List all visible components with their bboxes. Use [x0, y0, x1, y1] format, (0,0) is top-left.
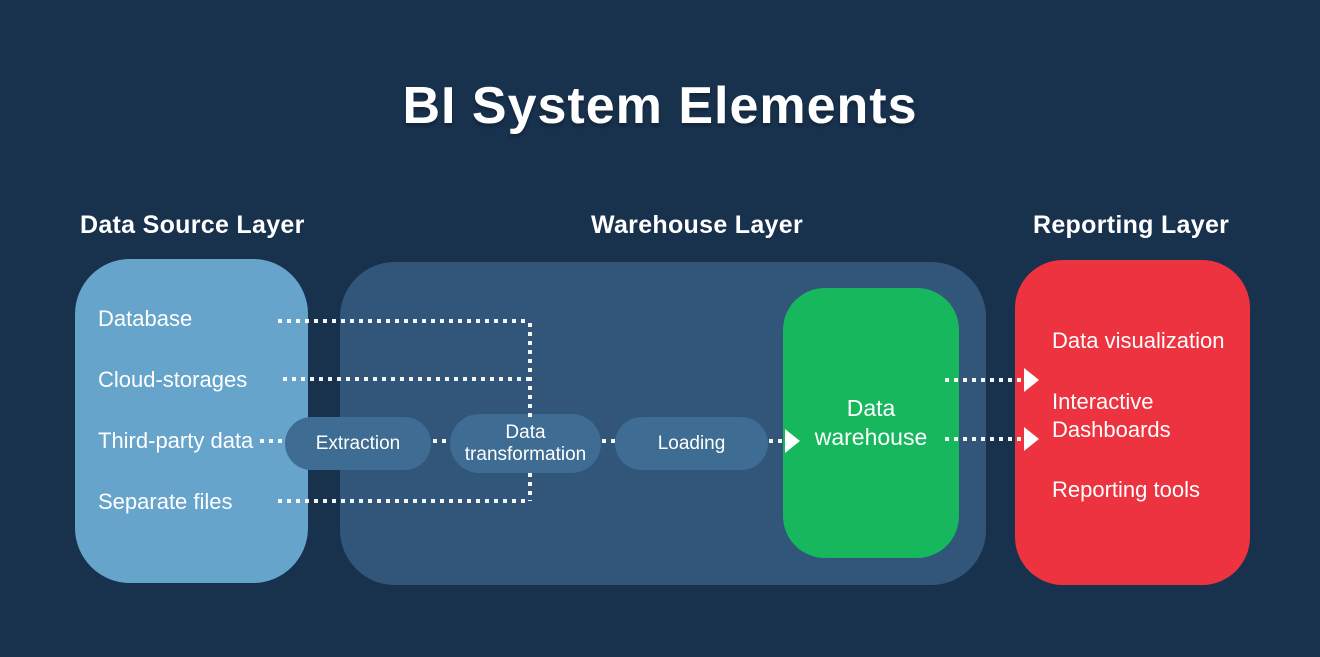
connector-vertical-into-transformation-top — [528, 323, 532, 417]
data-warehouse-box: Data warehouse — [783, 288, 959, 558]
page-title: BI System Elements — [402, 77, 918, 135]
connector-transformation-to-loading — [602, 439, 615, 443]
connector-vertical-into-transformation-bottom — [528, 473, 532, 501]
etl-step-label: Data transformation — [464, 421, 587, 465]
connector-separate-files-to-transformation — [278, 499, 530, 503]
source-item-separate-files: Separate files — [98, 489, 233, 514]
heading-warehouse-layer: Warehouse Layer — [591, 211, 803, 239]
connector-cloud-storages-to-transformation — [283, 377, 530, 381]
arrow-right-icon — [1024, 368, 1039, 392]
connector-extraction-to-transformation — [433, 439, 450, 443]
etl-step-data-transformation: Data transformation — [450, 414, 601, 473]
reporting-item-data-visualization: Data visualization — [1052, 328, 1225, 353]
etl-step-loading: Loading — [615, 417, 768, 470]
arrow-right-icon — [1024, 427, 1039, 451]
connector-third-party-to-extraction — [260, 439, 285, 443]
source-item-cloud-storages: Cloud-storages — [98, 367, 248, 392]
connector-database-to-transformation — [278, 319, 530, 323]
heading-reporting-layer: Reporting Layer — [1033, 211, 1230, 239]
data-source-layer-panel: Database Cloud-storages Third-party data… — [75, 259, 308, 583]
etl-step-extraction: Extraction — [285, 417, 431, 470]
connector-warehouse-to-reporting-top — [945, 378, 1025, 382]
connector-warehouse-to-reporting-bottom — [945, 437, 1025, 441]
source-item-database: Database — [98, 306, 193, 331]
heading-data-source-layer: Data Source Layer — [80, 211, 305, 239]
reporting-item-reporting-tools: Reporting tools — [1052, 477, 1200, 502]
connector-loading-to-warehouse — [769, 439, 786, 443]
data-warehouse-label: Data warehouse — [814, 395, 928, 450]
arrow-right-icon — [785, 429, 800, 453]
etl-step-label: Loading — [657, 432, 726, 454]
source-item-third-party-data: Third-party data — [98, 428, 254, 453]
reporting-item-interactive-dashboards: Interactive Dashboards — [1052, 389, 1171, 442]
etl-step-label: Extraction — [315, 432, 401, 454]
reporting-layer-panel: Data visualization Interactive Dashboard… — [1015, 260, 1250, 585]
